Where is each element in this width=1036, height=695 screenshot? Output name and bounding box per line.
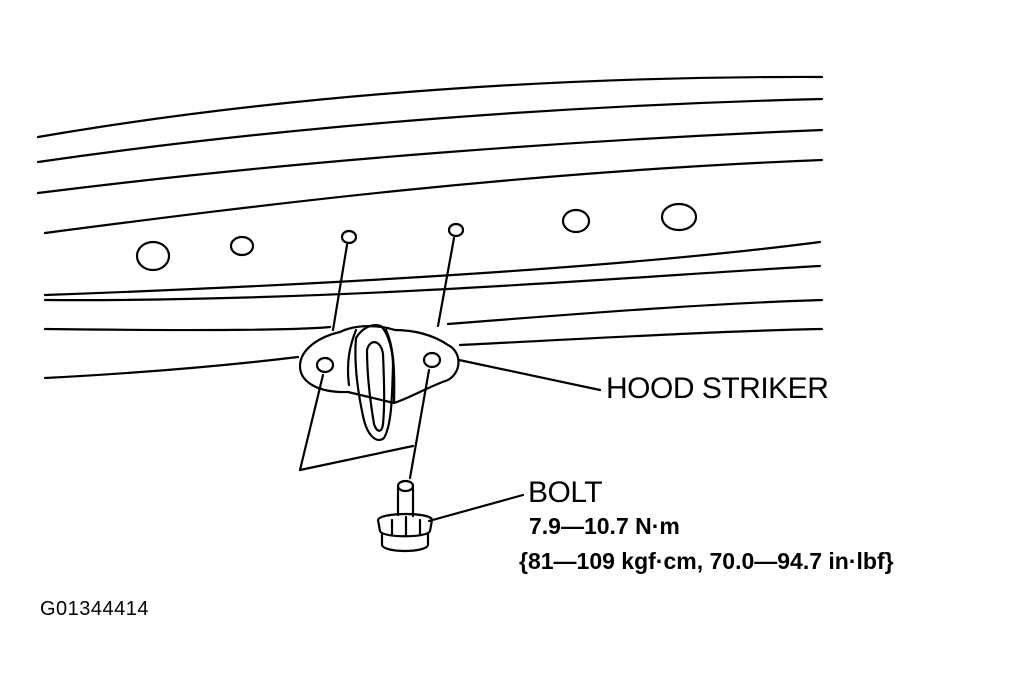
bolt-shank [396, 483, 415, 518]
panel-holes [135, 202, 698, 272]
alignment-lines [331, 236, 456, 332]
striker-loop-inner [365, 341, 386, 432]
panel-hole [135, 240, 171, 272]
pointer-line [298, 373, 325, 472]
pointer-line [298, 444, 415, 472]
panel-line-7 [43, 325, 332, 332]
panel-line-8b [458, 327, 824, 347]
striker-bolt-hole-right [422, 351, 442, 369]
panel-hole [229, 235, 255, 257]
bolt-hole-pointers [298, 368, 431, 480]
striker-loop-outer [354, 324, 395, 442]
panel-line-1 [36, 75, 824, 139]
bolt-head [380, 531, 430, 553]
panel-hole [447, 222, 465, 238]
leader-lines [427, 358, 602, 523]
striker-base-inner-edge [346, 328, 358, 387]
panel-line-8 [43, 355, 300, 380]
panel-line-6 [43, 264, 822, 302]
striker-bolt-hole-left [315, 356, 335, 374]
panel-line-5 [43, 240, 822, 297]
bolt-leader [427, 493, 525, 523]
panel-hole [660, 202, 698, 232]
panel-line-7b [446, 298, 824, 326]
pointer-line [408, 368, 431, 480]
torque-spec-alt-units: {81—109 kgf·cm, 70.0—94.7 in·lbf} [519, 548, 894, 574]
panel-line-3 [36, 128, 824, 195]
striker-base-plate [298, 325, 460, 405]
panel-hole [340, 229, 358, 245]
hood-striker-label: HOOD STRIKER [606, 372, 829, 405]
bolt-label: BOLT [528, 476, 603, 509]
hood-striker-leader [457, 358, 602, 392]
panel-line-4 [43, 158, 824, 235]
panel-hole [561, 208, 591, 234]
bolt-flange [376, 512, 434, 538]
alignment-line [436, 236, 456, 328]
bolt-shank-end [396, 479, 415, 493]
bolt-part [376, 479, 434, 553]
torque-spec-nm: 7.9—10.7 N·m [529, 513, 680, 539]
panel-line-2 [36, 97, 824, 164]
alignment-line [331, 243, 349, 332]
panel-contour-lines [36, 75, 824, 380]
figure-id: G01344414 [40, 598, 150, 620]
hood-striker-part [298, 324, 460, 442]
